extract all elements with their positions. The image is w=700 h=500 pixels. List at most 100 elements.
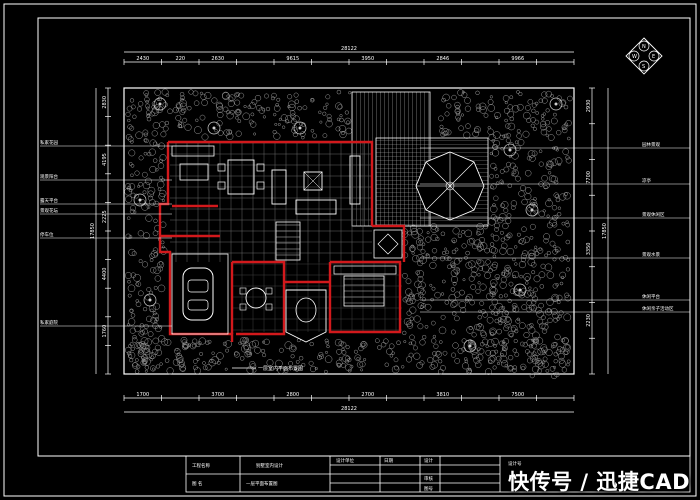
shrub-icon xyxy=(125,346,132,354)
shrub-icon xyxy=(538,149,543,153)
shrub-icon xyxy=(411,294,415,298)
design-unit-label: 设计单位 xyxy=(336,457,354,464)
dimension-label: 3810 xyxy=(436,392,449,398)
shrub-icon xyxy=(523,290,532,298)
shrub-icon xyxy=(445,129,452,136)
shrub-icon xyxy=(441,250,447,256)
shrub-icon xyxy=(491,261,499,268)
shrub-icon xyxy=(558,314,562,319)
callout-label-left: 私家花园 xyxy=(40,139,58,146)
shrub-icon xyxy=(158,193,165,200)
shrub-icon xyxy=(566,362,570,367)
shrub-icon xyxy=(278,347,284,353)
shrub-icon xyxy=(510,205,516,210)
shrub-icon xyxy=(360,341,368,349)
tree-trunk xyxy=(468,344,472,348)
shrub-icon xyxy=(243,104,247,109)
shrub-icon xyxy=(530,355,536,362)
shrub-icon xyxy=(553,244,557,249)
shrub-icon xyxy=(131,337,138,343)
shrub-icon xyxy=(165,93,170,98)
shrub-icon xyxy=(324,338,329,343)
shrub-icon xyxy=(130,272,137,278)
shrub-icon xyxy=(559,256,565,262)
shrub-icon xyxy=(531,270,536,275)
shrub-icon xyxy=(458,125,464,131)
shrub-icon xyxy=(275,359,283,368)
shrub-icon xyxy=(538,271,546,279)
shrub-icon xyxy=(545,369,550,373)
shrub-icon xyxy=(561,337,569,345)
tree-icon xyxy=(549,97,563,111)
shrub-icon xyxy=(479,102,487,110)
shrub-icon xyxy=(341,347,345,352)
shrub-icon xyxy=(561,221,566,226)
shrub-icon xyxy=(489,151,494,156)
site-boundary xyxy=(123,87,575,375)
shrub-icon xyxy=(432,334,437,339)
shrub-icon xyxy=(433,343,439,349)
shrub-icon xyxy=(432,355,439,362)
tree-trunk xyxy=(508,148,512,152)
shrub-icon xyxy=(380,342,387,348)
shrub-icon xyxy=(425,253,429,257)
shrub-icon xyxy=(334,338,343,347)
shrub-icon xyxy=(294,99,300,104)
shrub-icon xyxy=(555,349,561,355)
shrub-icon xyxy=(528,249,535,256)
shrub-icon xyxy=(546,298,554,306)
shrub-icon xyxy=(509,116,515,122)
shrub-icon xyxy=(201,133,209,141)
shrub-icon xyxy=(374,338,380,344)
shrub-icon xyxy=(528,252,535,260)
shrub-icon xyxy=(472,130,479,138)
shrub-icon xyxy=(527,289,534,297)
shrub-icon xyxy=(566,359,571,364)
watermark-text: 快传号 / 迅捷CAD xyxy=(508,470,690,494)
shrub-icon xyxy=(496,276,500,281)
shrub-icon xyxy=(421,242,426,246)
shrub-icon xyxy=(454,258,461,265)
dimension-label: 9615 xyxy=(286,56,299,62)
shrub-icon xyxy=(553,342,558,347)
shrub-icon xyxy=(153,266,161,275)
shrub-icon xyxy=(127,284,136,293)
shrub-icon xyxy=(430,361,438,369)
shrub-icon xyxy=(157,180,165,189)
shrub-icon xyxy=(549,366,556,372)
shrub-icon xyxy=(197,341,202,346)
shrub-icon xyxy=(489,205,498,213)
shrub-icon xyxy=(565,267,570,272)
shrub-icon xyxy=(402,297,408,303)
shrub-icon xyxy=(417,276,424,282)
tree-icon xyxy=(143,293,157,307)
shrub-icon xyxy=(547,317,553,324)
title-block-text: 工程名称 图 名 别墅室内设计 一层平面布置图 设计单位 日期 设计 审核 图号… xyxy=(192,457,522,492)
shrub-icon xyxy=(458,301,466,309)
shrub-icon xyxy=(447,256,452,261)
shrub-icon xyxy=(455,271,459,275)
dimension-label: 2800 xyxy=(286,392,299,398)
shrub-icon xyxy=(144,93,149,97)
shrub-icon xyxy=(135,341,142,348)
shrub-icon xyxy=(226,112,234,120)
shrub-icon xyxy=(125,111,131,117)
shrub-icon xyxy=(514,262,518,266)
shrub-icon xyxy=(492,234,500,242)
shrub-icon xyxy=(211,356,220,364)
shrub-icon xyxy=(500,271,506,276)
shrub-icon xyxy=(249,363,257,370)
shrub-icon xyxy=(201,99,208,106)
shrub-icon xyxy=(150,365,157,372)
shrub-icon xyxy=(450,269,459,277)
shrub-icon xyxy=(529,323,534,328)
shrub-icon xyxy=(477,315,482,320)
shrub-icon xyxy=(527,99,534,105)
shrub-icon xyxy=(133,274,141,282)
shrub-icon xyxy=(151,367,155,371)
dimension-label: 2700 xyxy=(361,392,374,398)
shrub-icon xyxy=(543,238,549,244)
dimension-total-label: 28122 xyxy=(341,46,357,52)
shrub-icon xyxy=(142,306,148,312)
round-table-icon xyxy=(239,287,273,311)
